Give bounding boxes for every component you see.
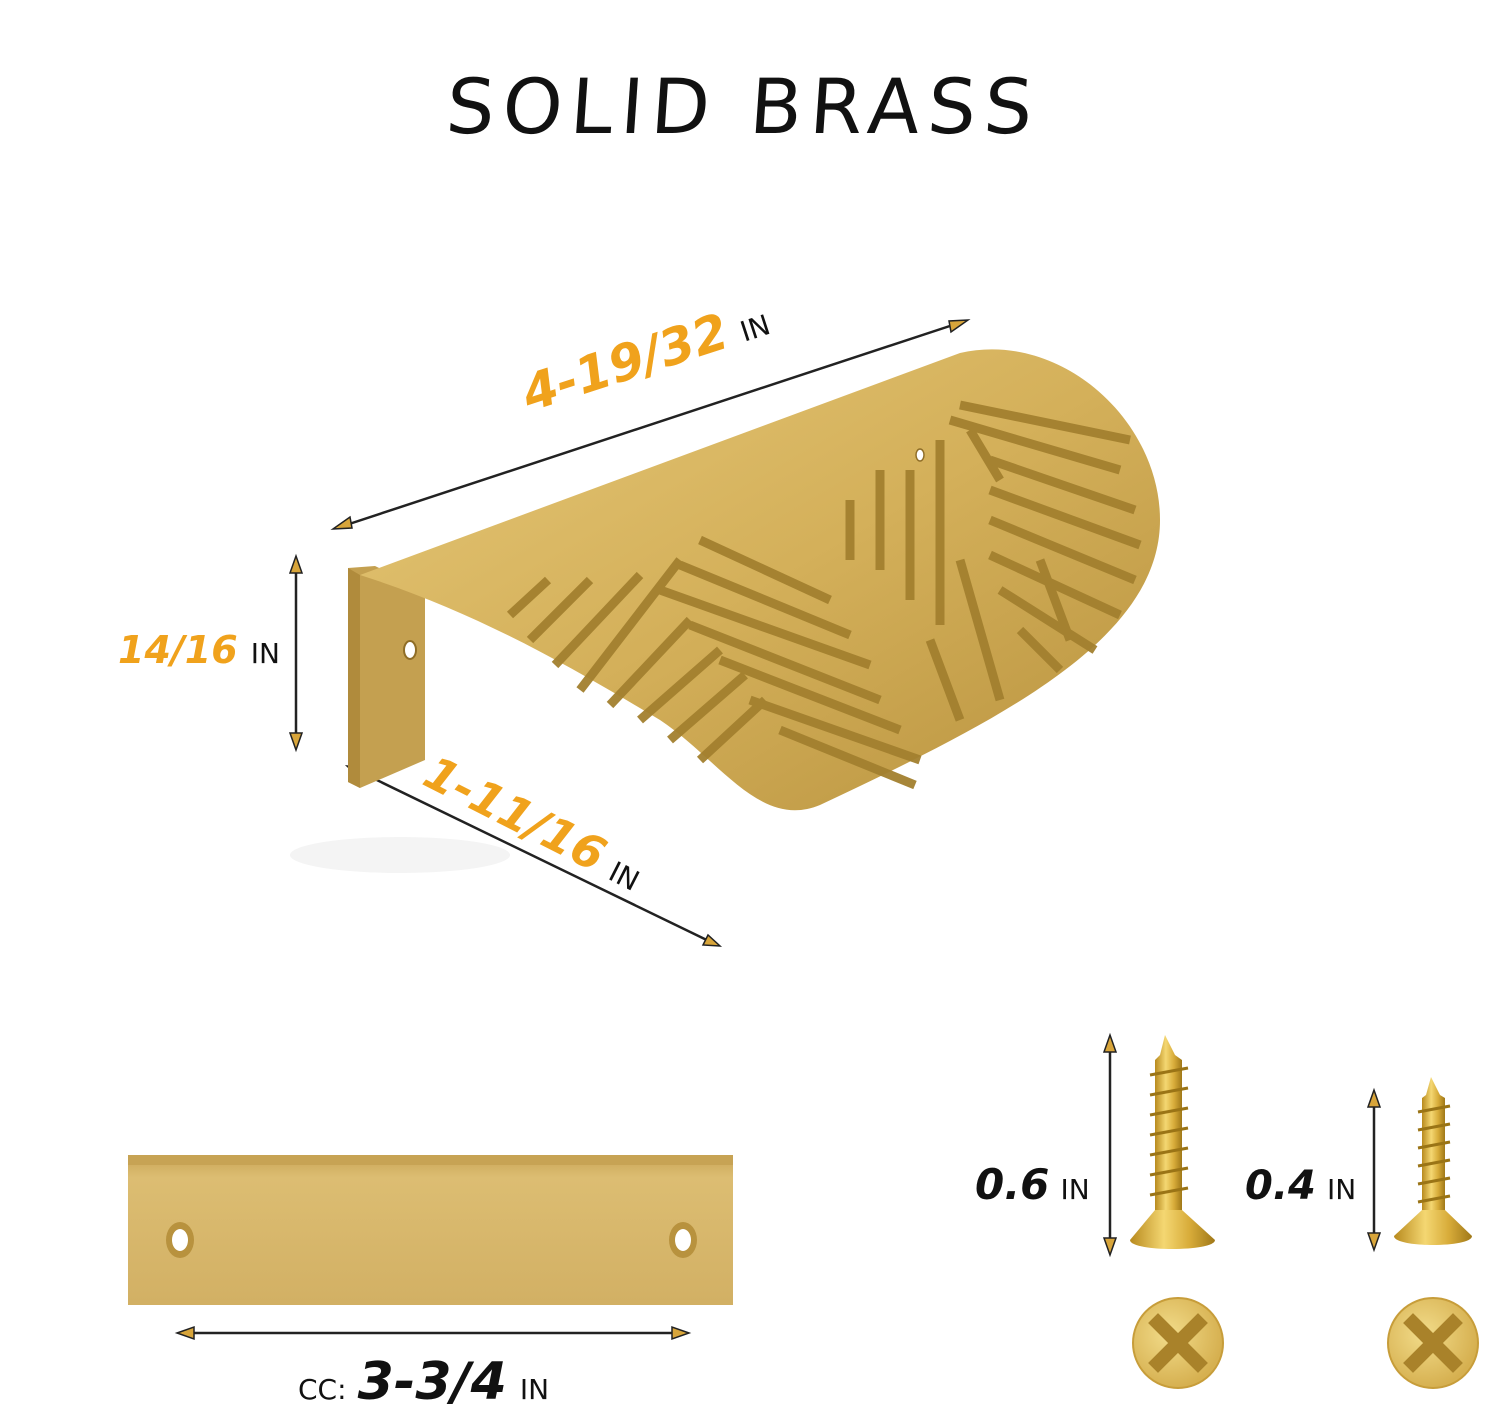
screw-short-arrow-icon (1366, 1087, 1382, 1253)
height-arrow-icon (288, 553, 304, 753)
screw-short-value: 0.4 (1245, 1163, 1316, 1209)
screw-long-icon (1130, 1035, 1215, 1249)
screw-long-value: 0.6 (975, 1160, 1050, 1209)
screw-long-unit: IN (1060, 1173, 1090, 1206)
cc-arrow-icon (174, 1325, 692, 1341)
length-arrow-icon (330, 319, 971, 530)
height-label: 14/16 IN (118, 628, 280, 672)
screw-short-label: 0.4 IN (1245, 1163, 1356, 1209)
cc-value: 3-3/4 (357, 1352, 507, 1412)
back-plate-image (128, 1155, 733, 1305)
phillips-head-icon (1132, 1297, 1224, 1389)
height-value: 14/16 (118, 628, 238, 672)
screw-short-icon (1394, 1077, 1472, 1245)
handle-image (290, 349, 1160, 873)
cc-unit: IN (519, 1373, 550, 1406)
screw-long-arrow-icon (1102, 1032, 1118, 1258)
phillips-head-icon (1387, 1297, 1479, 1389)
screw-long-label: 0.6 IN (975, 1160, 1090, 1209)
cc-label: CC: 3-3/4 IN (298, 1352, 549, 1412)
screw-short-unit: IN (1326, 1173, 1357, 1206)
height-unit: IN (250, 637, 280, 670)
cc-prefix: CC: (298, 1373, 347, 1406)
